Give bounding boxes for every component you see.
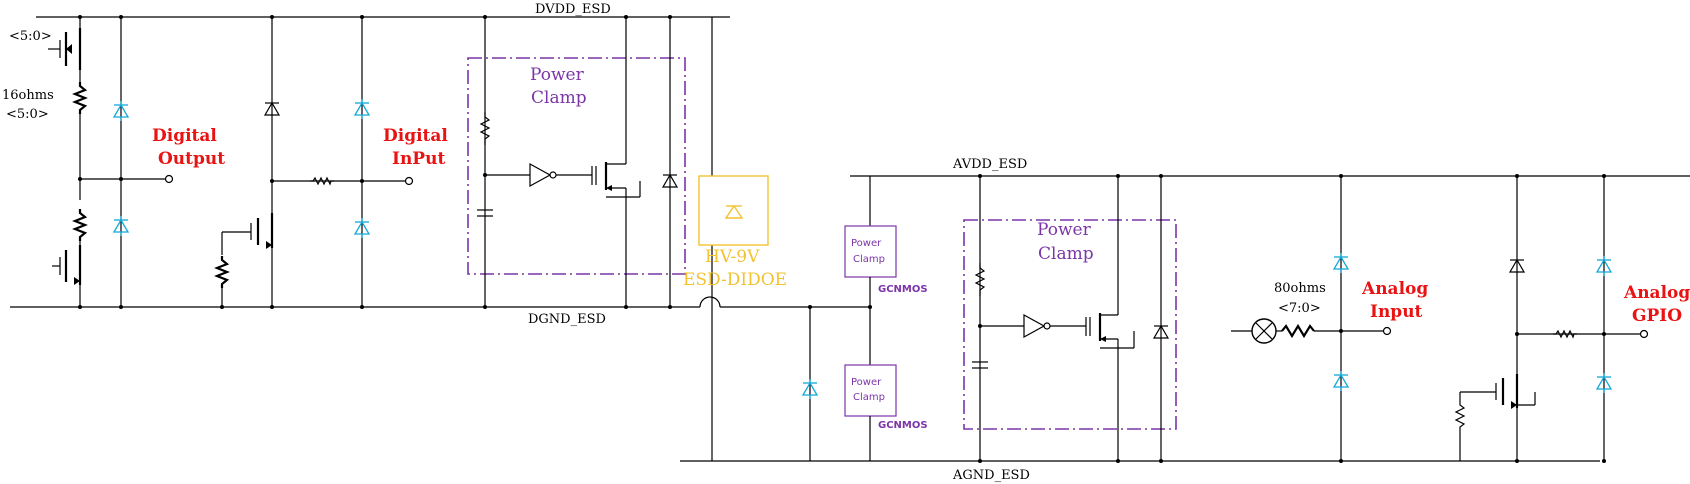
analog-resistor-value: 80ohms — [1274, 281, 1326, 296]
digital-clamp-label-line2: Clamp — [531, 88, 587, 108]
gate-resistor — [215, 254, 229, 290]
hv-diode-label-line2: ESD-DIDOE — [683, 270, 787, 290]
digital-input-circuit — [215, 15, 414, 309]
analog-gpio-circuit — [1454, 174, 1649, 463]
analog-bus-width: <7:0> — [1278, 301, 1321, 316]
analog-input-label-line2: Input — [1370, 302, 1423, 322]
hv-diode-label-line1: HV-9V — [705, 247, 760, 267]
dgnd-label: DGND_ESD — [528, 312, 606, 327]
output-resistor-bottom — [73, 207, 87, 243]
output-resistor-top — [73, 80, 87, 116]
gcnmos-clamp-top — [844, 176, 897, 307]
gpio-series-resistor — [1552, 330, 1578, 338]
digital-power-clamp — [467, 15, 686, 309]
analog-gpio-label-line2: GPIO — [1632, 306, 1682, 326]
digital-input-label-line1: Digital — [383, 126, 448, 146]
analog-clamp-label-line1: Power — [1037, 220, 1092, 240]
gcnmos-top-line2: Clamp — [853, 254, 885, 265]
gcnmos-clamp-bottom — [844, 325, 897, 461]
input-series-resistor — [309, 177, 335, 185]
analog-gpio-label-line1: Analog — [1623, 283, 1690, 303]
digital-output-label-line2: Output — [158, 149, 225, 169]
gcnmos-top-label: GCNMOS — [878, 284, 928, 295]
analog-clamp-label-line2: Clamp — [1038, 244, 1094, 264]
analog-power-clamp — [963, 174, 1177, 463]
agnd-label: AGND_ESD — [952, 468, 1030, 483]
resistor-value: 16ohms — [2, 88, 54, 103]
gcnmos-bottom-label: GCNMOS — [878, 420, 928, 431]
avdd-label: AVDD_ESD — [952, 157, 1027, 172]
digital-output-label-line1: Digital — [152, 126, 217, 146]
gcnmos-top-line1: Power — [851, 238, 882, 249]
analog-input-label-line1: Analog — [1361, 279, 1428, 299]
digital-output-driver — [48, 15, 174, 309]
dgnd-rail — [10, 296, 871, 461]
digital-clamp-label-line1: Power — [530, 65, 585, 85]
digital-input-label-line2: InPut — [392, 149, 445, 169]
dvdd-label: DVDD_ESD — [535, 2, 611, 17]
cross-domain-diode — [802, 305, 872, 400]
gcnmos-bottom-line1: Power — [851, 377, 882, 388]
hv-esd-diode — [698, 175, 769, 246]
analog-input-circuit — [1231, 174, 1392, 463]
bus-width-bottom: <5:0> — [6, 107, 49, 122]
bus-width-top: <5:0> — [9, 29, 52, 44]
gcnmos-bottom-line2: Clamp — [853, 392, 885, 403]
